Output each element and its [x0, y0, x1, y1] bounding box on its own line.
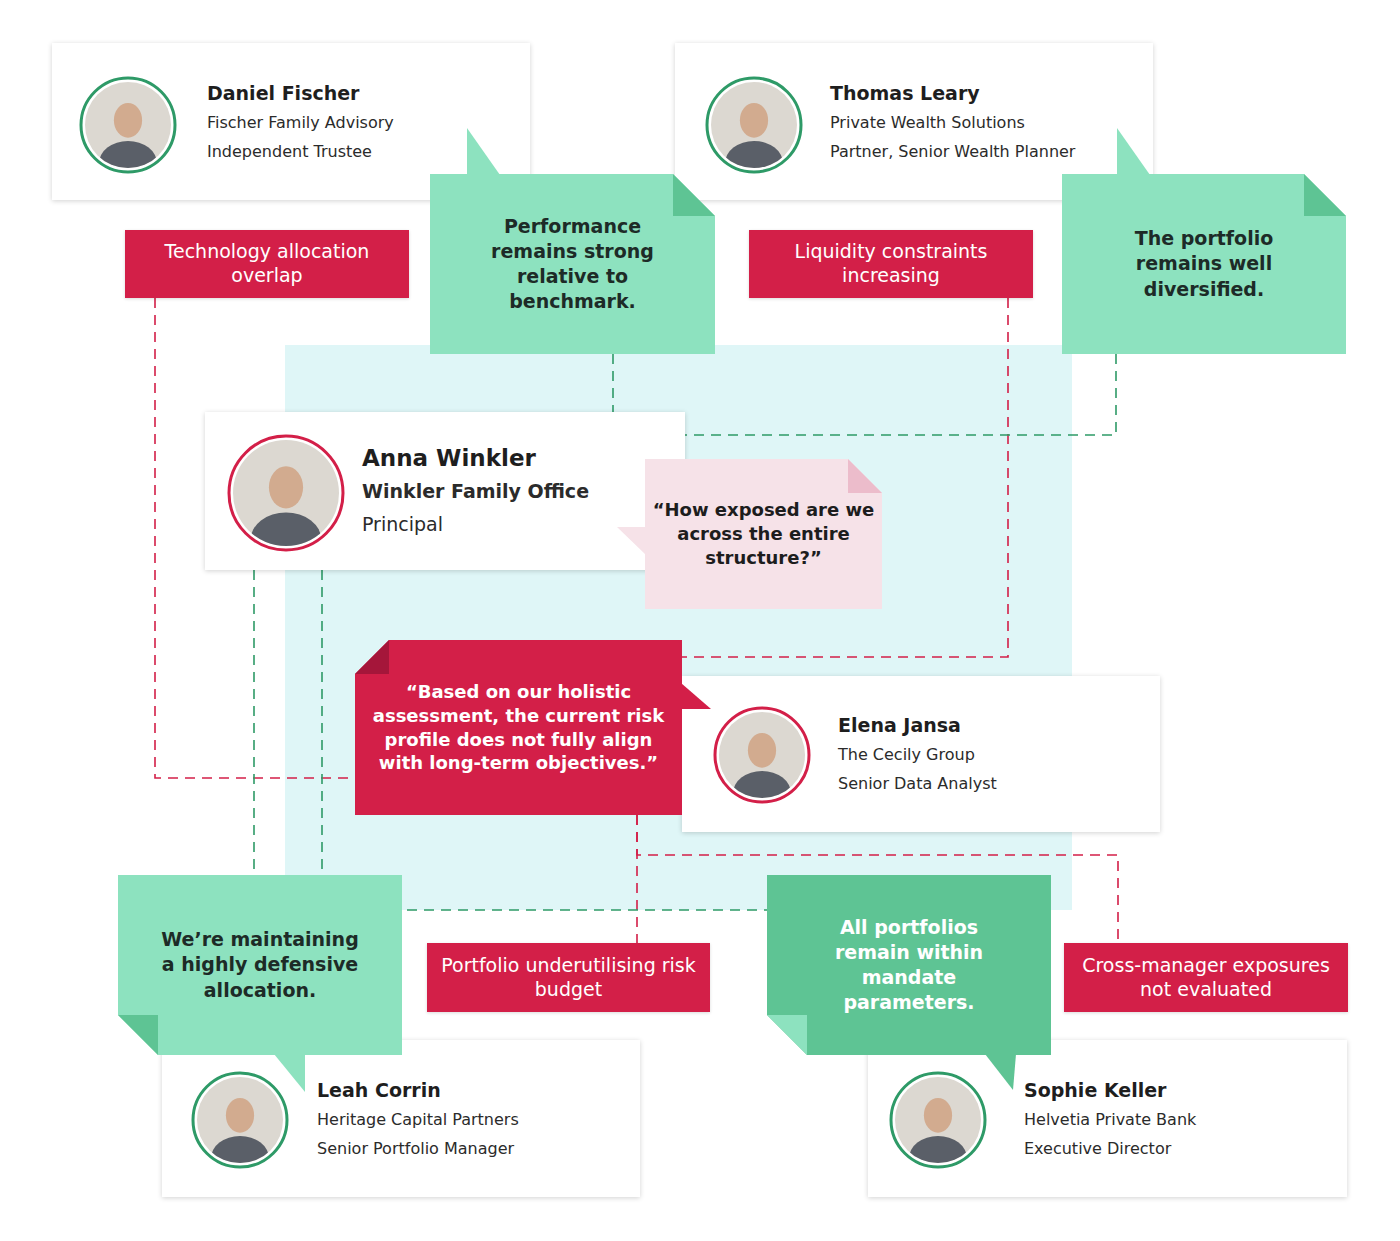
- person-name: Anna Winkler: [362, 441, 677, 475]
- avatar-shoulders: [733, 771, 791, 816]
- job-title: Senior Data Analyst: [838, 769, 1152, 798]
- organisation-name: Winkler Family Office: [362, 475, 677, 508]
- person-details: Sophie KellerHelvetia Private BankExecut…: [1024, 1040, 1339, 1197]
- organisation-name: Fischer Family Advisory: [207, 108, 522, 137]
- person-name: Elena Jansa: [838, 710, 1152, 740]
- issue-tag: Liquidity constraints increasing: [749, 230, 1033, 298]
- bubble-text: We’re maintaining a highly defensive all…: [153, 927, 368, 1002]
- organisation-name: The Cecily Group: [838, 740, 1152, 769]
- avatar-head: [748, 733, 776, 768]
- person-name: Daniel Fischer: [207, 78, 522, 108]
- organisation-name: Heritage Capital Partners: [317, 1105, 632, 1134]
- person-name: Leah Corrin: [317, 1075, 632, 1105]
- person-card: Sophie KellerHelvetia Private BankExecut…: [868, 1040, 1347, 1197]
- bubble-text-area: Performance remains strong relative to b…: [430, 174, 715, 354]
- bubble-shape: [430, 174, 715, 354]
- person-details: Elena JansaThe Cecily GroupSenior Data A…: [838, 676, 1152, 832]
- bubble-text: “How exposed are we across the entire st…: [653, 498, 875, 569]
- speech-bubble: All portfolios remain within mandate par…: [767, 875, 1051, 1055]
- bubble-fold: [848, 459, 882, 493]
- issue-tag: Portfolio underutilising risk budget: [427, 943, 710, 1012]
- issue-text: Technology allocation overlap: [165, 240, 370, 288]
- avatar-figure: [81, 78, 175, 186]
- organisation-name: Private Wealth Solutions: [830, 108, 1145, 137]
- avatar-shoulders: [725, 141, 783, 186]
- bubble-fold: [1304, 174, 1346, 216]
- bubble-body: [767, 875, 1051, 1055]
- person-name: Sophie Keller: [1024, 1075, 1339, 1105]
- bubble-shape: [355, 640, 682, 815]
- bubble-tail: [467, 128, 500, 175]
- bubble-body: [430, 174, 715, 354]
- avatar-shoulders: [909, 1136, 967, 1181]
- bubble-tail: [617, 527, 646, 555]
- bubble-text-area: “How exposed are we across the entire st…: [645, 459, 882, 609]
- person-details: Leah CorrinHeritage Capital PartnersSeni…: [317, 1040, 632, 1197]
- bubble-tail: [1117, 128, 1150, 175]
- speech-bubble: “How exposed are we across the entire st…: [645, 459, 882, 609]
- dashed-connector: [612, 354, 614, 412]
- person-details: Anna WinklerWinkler Family OfficePrincip…: [362, 412, 677, 570]
- person-card: Leah CorrinHeritage Capital PartnersSeni…: [162, 1040, 640, 1197]
- bubble-body: [355, 640, 682, 815]
- bubble-body: [645, 459, 882, 609]
- avatar-figure: [229, 436, 343, 567]
- bubble-text-area: The portfolio remains well diversified.: [1062, 174, 1346, 354]
- speech-bubble: Performance remains strong relative to b…: [430, 174, 715, 354]
- bubble-fold: [355, 640, 389, 674]
- avatar-shoulders: [99, 141, 157, 186]
- bubble-fold: [767, 1015, 807, 1055]
- person-name: Thomas Leary: [830, 78, 1145, 108]
- issue-text: Cross-manager exposures not evaluated: [1072, 954, 1340, 1002]
- issue-text: Liquidity constraints increasing: [769, 240, 1014, 288]
- person-card: Anna WinklerWinkler Family OfficePrincip…: [205, 412, 685, 570]
- avatar-head: [226, 1098, 254, 1133]
- person-card: Elena JansaThe Cecily GroupSenior Data A…: [682, 676, 1160, 832]
- avatar-figure: [715, 708, 809, 816]
- speech-bubble: The portfolio remains well diversified.: [1062, 174, 1346, 354]
- avatar-shoulders: [211, 1136, 269, 1181]
- bubble-text: Performance remains strong relative to b…: [470, 214, 675, 314]
- avatar-shoulders: [251, 512, 322, 567]
- bubble-text: “Based on our holistic assessment, the c…: [366, 680, 671, 775]
- job-title: Partner, Senior Wealth Planner: [830, 137, 1145, 166]
- avatar-figure: [891, 1073, 985, 1181]
- speech-bubble: “Based on our holistic assessment, the c…: [355, 640, 682, 815]
- avatar-head: [924, 1098, 952, 1133]
- job-title: Executive Director: [1024, 1134, 1339, 1163]
- bubble-text-area: “Based on our holistic assessment, the c…: [355, 640, 682, 815]
- bubble-text-area: We’re maintaining a highly defensive all…: [118, 875, 402, 1055]
- avatar-head: [114, 103, 142, 138]
- job-title: Senior Portfolio Manager: [317, 1134, 632, 1163]
- issue-tag: Cross-manager exposures not evaluated: [1064, 943, 1348, 1012]
- bubble-text-area: All portfolios remain within mandate par…: [767, 875, 1051, 1055]
- avatar-figure: [193, 1073, 287, 1181]
- bubble-text: All portfolios remain within mandate par…: [822, 915, 997, 1015]
- dashed-connector: [253, 570, 255, 875]
- issue-tag: Technology allocation overlap: [125, 230, 409, 298]
- bubble-body: [1062, 174, 1346, 354]
- avatar-head: [740, 103, 768, 138]
- avatar-figure: [707, 78, 801, 186]
- bubble-fold: [673, 174, 715, 216]
- organisation-name: Helvetia Private Bank: [1024, 1105, 1339, 1134]
- bubble-shape: [767, 875, 1051, 1055]
- avatar-head: [269, 466, 303, 508]
- issue-text: Portfolio underutilising risk budget: [438, 954, 700, 1002]
- speech-bubble: We’re maintaining a highly defensive all…: [118, 875, 402, 1055]
- bubble-body: [118, 875, 402, 1055]
- dashed-connector: [685, 354, 1116, 435]
- bubble-fold: [118, 1015, 158, 1055]
- bubble-text: The portfolio remains well diversified.: [1117, 226, 1292, 301]
